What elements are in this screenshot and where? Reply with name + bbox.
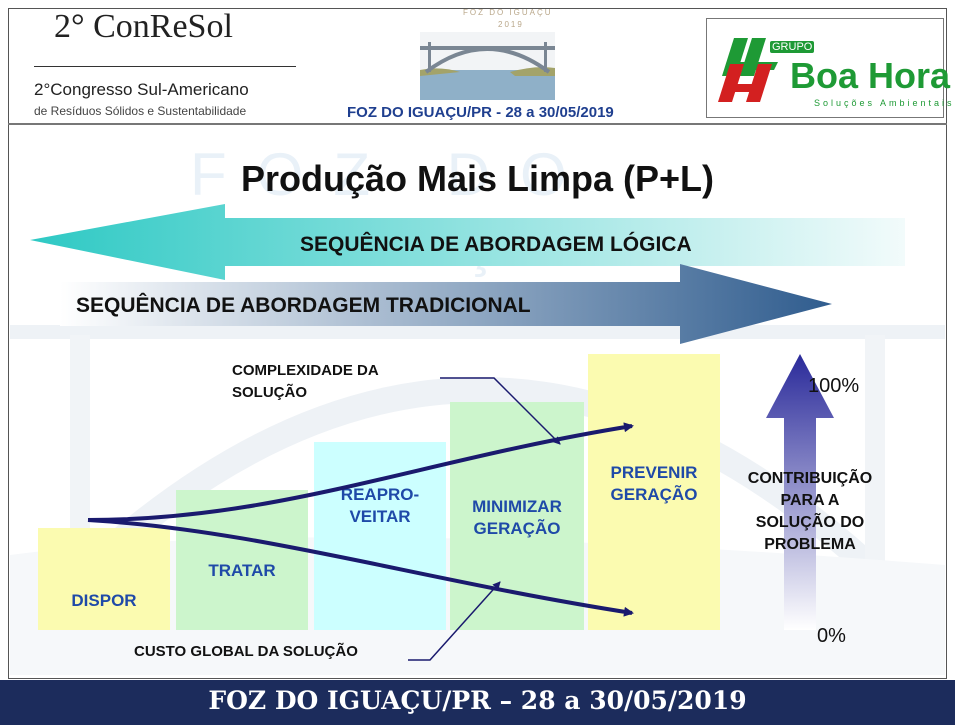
contribution-arrow: [766, 354, 834, 630]
slide-title: Produção Mais Limpa (P+L): [240, 158, 715, 199]
stage-reaproveitar: REAPRO- VEITAR: [314, 442, 446, 630]
stage-label: TRATAR: [208, 561, 276, 580]
complexity-label: COMPLEXIDADE DA SOLUÇÃO: [232, 362, 379, 401]
bh-monogram-icon: [718, 38, 778, 102]
logo-boa-hora-name: Boa Hora: [790, 55, 951, 96]
bridge-icon: [420, 32, 555, 100]
boa-hora-logo: [706, 18, 944, 118]
conresol-logo-text: 2° ConReSol: [54, 8, 233, 45]
cost-curve: [87, 518, 634, 617]
stage-label: DISPOR: [71, 591, 137, 610]
logical-sequence-arrow: [30, 204, 905, 280]
logo-solucoes-subtitle: Soluções Ambientais: [814, 98, 955, 108]
slide-frame: [8, 8, 947, 679]
cost-label: CUSTO GLOBAL DA SOLUÇÃO: [134, 643, 358, 660]
foz-dates-header: FOZ DO IGUAÇU/PR - 28 a 30/05/2019: [347, 104, 614, 121]
foz-small-text: FOZ DO IGUAÇU: [463, 8, 553, 17]
stage-label: REAPRO- VEITAR: [340, 485, 420, 526]
conresol-underline: [34, 66, 296, 67]
complexity-leader-line: [440, 377, 561, 445]
cost-leader-line: [408, 581, 501, 661]
traditional-sequence-arrow: [60, 264, 832, 344]
stage-dispor: DISPOR: [38, 528, 170, 630]
complexity-curve: [87, 422, 634, 522]
logical-sequence-label: SEQUÊNCIA DE ABORDAGEM LÓGICA: [300, 233, 692, 256]
contribution-label: CONTRIBUIÇÃO PARA A SOLUÇÃO DO PROBLEMA: [747, 470, 873, 553]
stage-label: MINIMIZAR GERAÇÃO: [472, 497, 562, 538]
header-divider: [8, 123, 947, 125]
contribution-top-label: 100%: [808, 375, 860, 397]
residuos-text: de Resíduos Sólidos e Sustentabilidade: [34, 104, 247, 118]
stage-prevenir: PREVENIR GERAÇÃO: [588, 354, 720, 630]
logo-grupo-label: GRUPO: [770, 41, 815, 53]
approach-arrows: [30, 204, 905, 344]
contribution-bottom-label: 0%: [817, 625, 846, 647]
year-small-text: 2019: [498, 20, 524, 29]
footer-text: FOZ DO IGUAÇU/PR – 28 a 30/05/2019: [208, 686, 747, 715]
traditional-sequence-label: SEQUÊNCIA DE ABORDAGEM TRADICIONAL: [76, 294, 531, 317]
congresso-text: 2°Congresso Sul-Americano: [34, 80, 249, 99]
stage-label: PREVENIR GERAÇÃO: [610, 463, 698, 504]
footer-bar: [0, 680, 955, 725]
